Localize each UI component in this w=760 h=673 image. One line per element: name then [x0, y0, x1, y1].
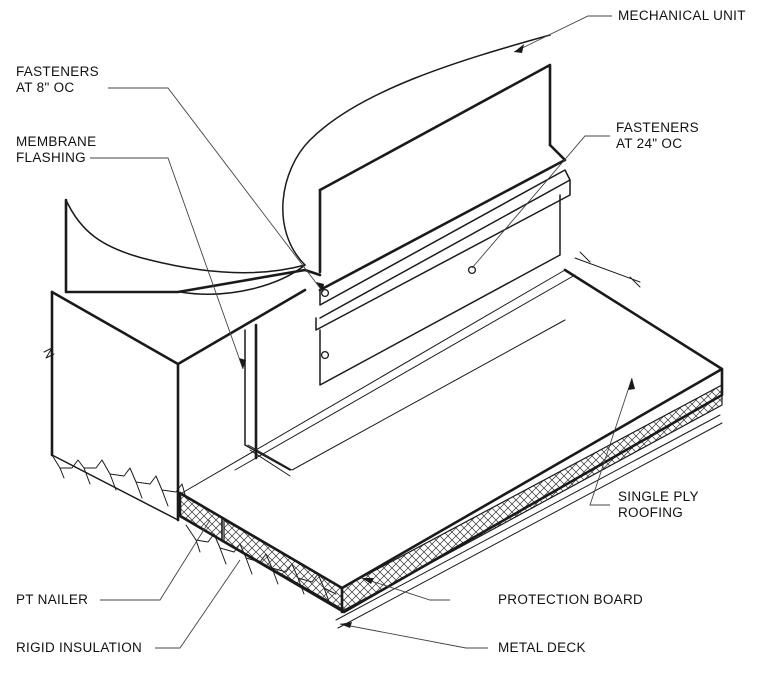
- label-protection-board: PROTECTION BOARD: [498, 592, 644, 607]
- dimension-tick: [574, 251, 641, 288]
- label-single-ply-roofing: SINGLE PLY ROOFING: [618, 489, 699, 520]
- curb-wall: [43, 288, 307, 522]
- leader-lines: [90, 15, 633, 649]
- label-mechanical-unit: MECHANICAL UNIT: [618, 8, 746, 23]
- arrowheads: [239, 44, 635, 628]
- fasteners: [320, 265, 477, 360]
- label-rigid-insulation: RIGID INSULATION: [16, 640, 143, 655]
- single-ply-roofing: [178, 268, 724, 614]
- label-fasteners-8-oc: FASTENERS AT 8" OC: [16, 64, 99, 95]
- label-membrane-flashing: MEMBRANE FLASHING: [16, 134, 97, 165]
- label-fasteners-24-oc: FASTENERS AT 24" OC: [616, 120, 699, 151]
- label-pt-nailer: PT NAILER: [16, 592, 89, 607]
- label-metal-deck: METAL DECK: [498, 640, 586, 655]
- mechanical-unit: [64, 34, 571, 477]
